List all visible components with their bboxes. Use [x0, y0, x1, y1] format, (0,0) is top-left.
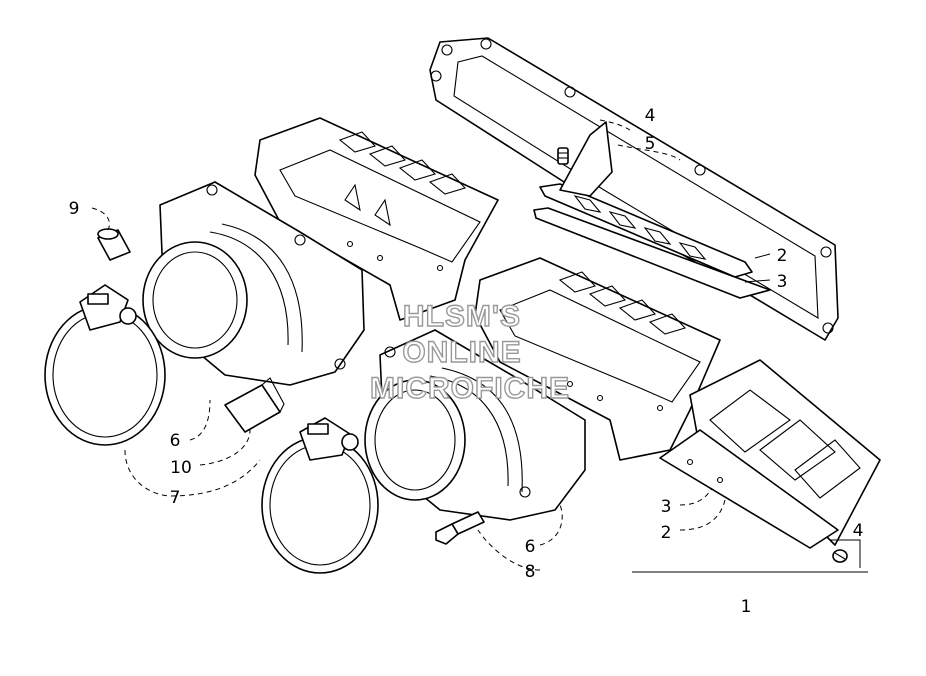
- lower-intake-boot: [364, 329, 586, 521]
- reed-clip: [224, 377, 285, 433]
- callout-6-left: 6: [170, 431, 181, 451]
- leader-lines: [91, 119, 868, 573]
- callout-9: 9: [69, 199, 80, 219]
- callouts: 9 4 5 2 3 6 10 7 3 2 4 6 8 1: [69, 106, 864, 617]
- callout-5: 5: [645, 134, 656, 154]
- callout-4-bottom: 4: [853, 521, 864, 541]
- watermark-line1: HLSM'S: [403, 300, 521, 333]
- spacer-sleeve: [97, 228, 131, 261]
- watermark-line2: ONLINE: [402, 336, 521, 369]
- upper-reed-petals: [533, 183, 771, 299]
- callout-4-top: 4: [645, 106, 656, 126]
- watermark: HLSM'S ONLINE MICROFICHE: [369, 299, 570, 405]
- lower-hose-clamp: [261, 417, 379, 574]
- callout-1: 1: [741, 597, 752, 617]
- lower-reed-cage: [474, 257, 721, 461]
- callout-3-bottom: 3: [661, 497, 672, 517]
- watermark-line3: MICROFICHE: [370, 372, 570, 405]
- callout-2-bottom: 2: [661, 523, 672, 543]
- upper-hose-clamp: [44, 284, 166, 446]
- lower-screw: [832, 549, 848, 563]
- upper-intake-boot: [142, 181, 365, 386]
- lower-reed-petals: [659, 359, 881, 549]
- upper-reed-cage: [254, 117, 499, 321]
- upper-screw: [557, 121, 613, 197]
- callout-2-top: 2: [777, 246, 788, 266]
- callout-7: 7: [170, 488, 181, 508]
- callout-10: 10: [170, 458, 192, 478]
- callout-6-right: 6: [525, 537, 536, 557]
- callout-3-top: 3: [777, 272, 788, 292]
- bolt: [435, 511, 485, 545]
- callout-8: 8: [525, 562, 536, 582]
